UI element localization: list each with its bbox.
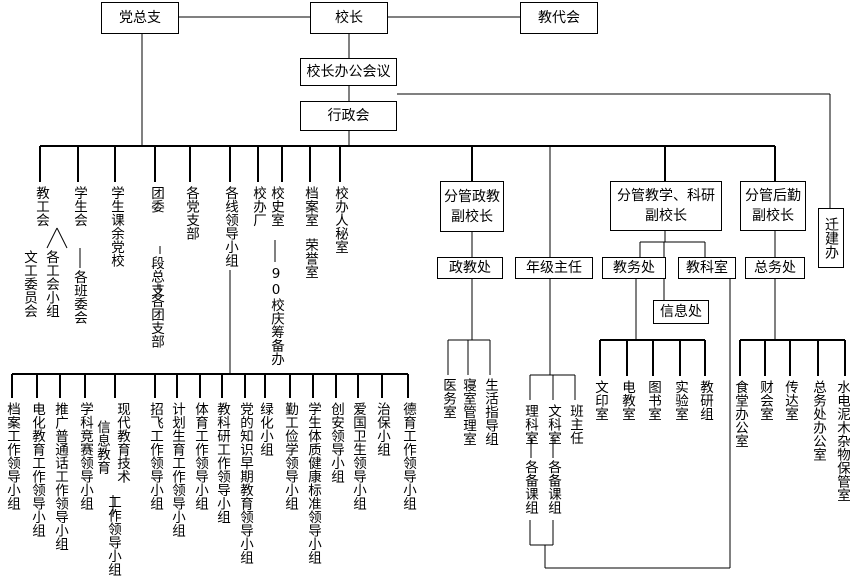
principal-box: 校长 xyxy=(310,2,388,34)
arts-groups-label: 各备课组 xyxy=(545,460,561,514)
union-sub2-label: 各工会小组 xyxy=(43,250,59,318)
logistics-vp-box: 分管后勤 副校长 xyxy=(740,181,806,231)
science-groups-label: 各备课组 xyxy=(522,460,538,514)
political-dept-label: 政教处 xyxy=(449,260,491,276)
working-group-item: 计划生育工作领导小组 xyxy=(169,402,185,537)
working-group-item: 爱国卫生领导小组 xyxy=(350,402,366,510)
working-group-item: 学生体质健康标准领导小组 xyxy=(305,402,321,564)
logistics-vp-line2: 副校长 xyxy=(752,208,794,224)
relocation-office-box: 迁建办 xyxy=(818,208,844,268)
honor-room-label: 荣誉室 xyxy=(302,238,318,279)
teaching-vp-line1: 分管教学、科研 xyxy=(617,188,715,204)
secretary-office-label: 校办人秘室 xyxy=(332,186,348,254)
info-office-label: 信息处 xyxy=(660,304,702,320)
working-group-item: 治保小组 xyxy=(374,402,390,456)
logistics-vp-line1: 分管后勤 xyxy=(745,188,801,204)
logistics-sub-item: 传达室 xyxy=(782,380,798,421)
working-group-item: 工作领导小组 xyxy=(105,495,121,576)
working-group-item: 勤工俭学领导小组 xyxy=(282,402,298,510)
student-union-label: 学生会 xyxy=(71,186,87,227)
working-group-item: 体育工作领导小组 xyxy=(192,402,208,510)
working-group-item: 德育工作领导小组 xyxy=(400,402,416,510)
relocation-office-label: 迁建办 xyxy=(823,217,839,259)
class-committee-label: 各班委会 xyxy=(71,270,87,324)
info-office-box: 信息处 xyxy=(653,300,709,324)
party-committee-label: 党总支 xyxy=(119,10,161,26)
logistics-sub-item: 总务处办公室 xyxy=(810,380,826,461)
working-group-item: 招飞工作领导小组 xyxy=(147,402,163,510)
history-office-label: 校史室 xyxy=(268,186,284,227)
party-school-label: 学生课余党校 xyxy=(108,186,124,267)
logistics-sub-item: 水电泥木杂物保管室 xyxy=(834,380,850,502)
general-affairs-label: 总务处 xyxy=(754,260,796,276)
logistics-sub-item: 食堂办公室 xyxy=(732,380,748,448)
grade-director-box: 年级主任 xyxy=(515,257,593,279)
teaching-vp-line2: 副校长 xyxy=(645,208,687,224)
working-group-item: 创安领导小组 xyxy=(328,402,344,483)
admin-meeting-box: 行政会 xyxy=(300,101,397,131)
general-affairs-box: 总务处 xyxy=(745,257,805,279)
office-meeting-label: 校长办公会议 xyxy=(306,64,391,80)
academic-affairs-box: 教务处 xyxy=(602,257,666,279)
working-group-item: 信息教育 xyxy=(94,420,110,474)
research-office-box: 教科室 xyxy=(678,257,736,279)
grade-league-label: 段总支 xyxy=(148,256,164,297)
party-committee-box: 党总支 xyxy=(101,2,179,34)
principal-label: 校长 xyxy=(335,10,363,26)
academic-sub-item: 图书室 xyxy=(645,380,661,421)
working-group-item: 档案工作领导小组 xyxy=(4,402,20,510)
working-group-item: 现代教育技术 xyxy=(114,402,130,483)
academic-sub-item: 文印室 xyxy=(592,380,608,421)
research-office-label: 教科室 xyxy=(686,260,728,276)
admin-meeting-label: 行政会 xyxy=(327,108,370,124)
grade-director-label: 年级主任 xyxy=(526,260,582,276)
working-group-item: 推广普通话工作领导小组 xyxy=(52,402,68,551)
union-sub1-label: 文工委员会 xyxy=(21,250,37,318)
political-sub-item: 生活指导组 xyxy=(482,378,498,446)
leading-groups-label: 各线领导小组 xyxy=(222,186,238,267)
league-branch-label: 各团支部 xyxy=(148,294,164,348)
staff-congress-box: 教代会 xyxy=(520,2,598,34)
union-label: 教工会 xyxy=(33,186,49,227)
anniversary-office-label: 90校庆筹备办 xyxy=(268,266,284,366)
political-vp-box: 分管政教 副校长 xyxy=(440,181,504,232)
academic-sub-item: 教研组 xyxy=(697,380,713,421)
political-sub-item: 医务室 xyxy=(440,378,456,419)
working-group-item: 教科研工作领导小组 xyxy=(214,402,230,524)
academic-sub-item: 电教室 xyxy=(619,380,635,421)
office-meeting-box: 校长办公会议 xyxy=(300,58,397,86)
party-branch-label: 各党支部 xyxy=(183,186,199,240)
archive-room-label: 档案室 xyxy=(302,186,318,227)
academic-sub-item: 实验室 xyxy=(672,380,688,421)
academic-affairs-label: 教务处 xyxy=(613,260,655,276)
teaching-vp-box: 分管教学、科研 副校长 xyxy=(610,181,722,231)
political-vp-line1: 分管政教 xyxy=(444,188,500,205)
staff-congress-label: 教代会 xyxy=(538,10,580,26)
political-dept-box: 政教处 xyxy=(437,257,503,279)
working-group-item: 学科竞赛领导小组 xyxy=(77,402,93,510)
head-teacher-label: 班主任 xyxy=(567,404,583,445)
working-group-item: 党的知识早期教育领导小组 xyxy=(237,402,253,564)
political-sub-item: 寝室管理室 xyxy=(460,378,476,446)
arts-room-label: 文科室 xyxy=(545,404,561,445)
working-group-item: 绿化小组 xyxy=(257,402,273,456)
logistics-sub-item: 财会室 xyxy=(757,380,773,421)
working-group-item: 电化教育工作领导小组 xyxy=(29,402,45,537)
youth-league-label: 团委 xyxy=(148,186,164,213)
science-room-label: 理科室 xyxy=(522,404,538,445)
principal-office-label: 校办厂 xyxy=(250,186,266,227)
political-vp-line2: 副校长 xyxy=(451,208,493,225)
